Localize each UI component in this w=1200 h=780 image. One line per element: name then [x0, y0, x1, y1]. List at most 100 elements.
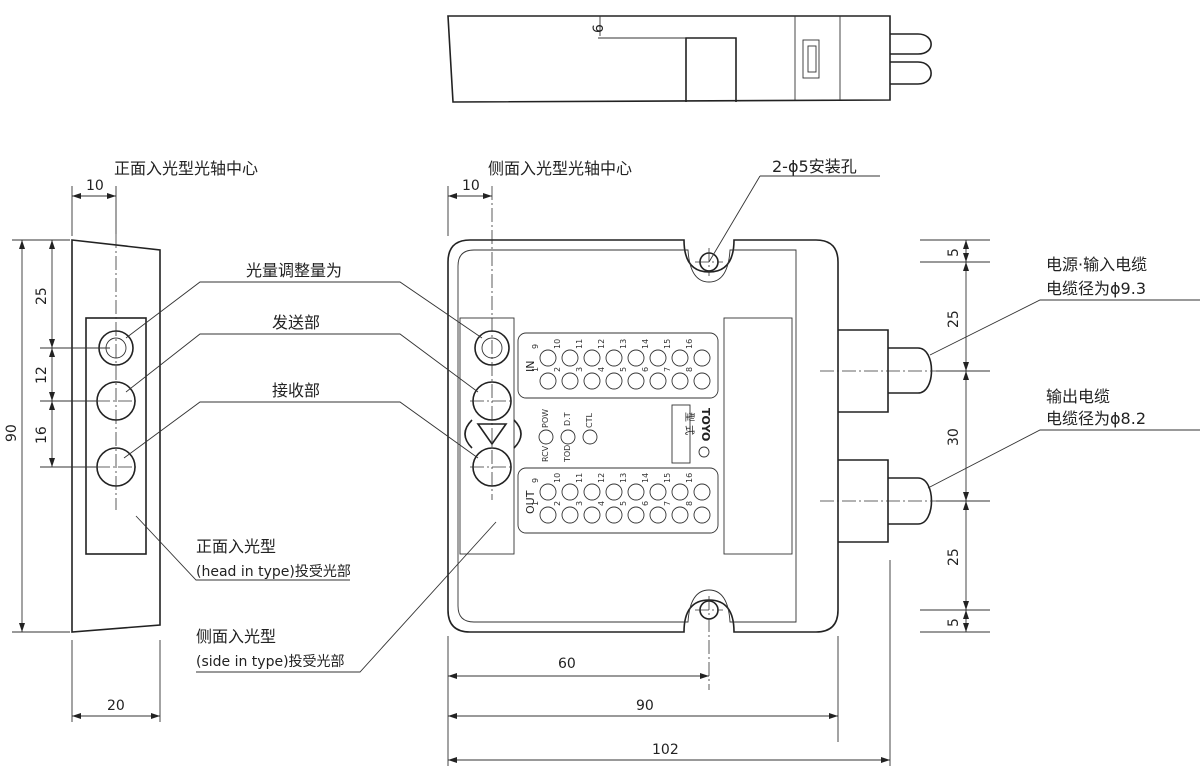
- dim-front-offset: 10: [86, 178, 104, 194]
- input-bottom-terminal-1: [539, 372, 557, 390]
- model-plate: [671, 404, 691, 464]
- output-bottom-pin-label-1: 1: [531, 501, 540, 506]
- dim-side-offset: 10: [462, 178, 480, 194]
- input-top-terminal-9: [539, 349, 557, 367]
- input-bottom-pin-label-8: 8: [685, 367, 694, 372]
- input-top-terminal-10: [561, 349, 579, 367]
- label-power-cable-1: 电源·输入电缆: [1046, 255, 1147, 274]
- output-bottom-pin-label-7: 7: [663, 501, 672, 506]
- input-top-pin-label-13: 13: [619, 339, 628, 349]
- label-transmitter: 发送部: [272, 313, 320, 332]
- output-top-terminal-13: [627, 483, 645, 501]
- output-bottom-pin-label-5: 5: [619, 501, 628, 506]
- output-bottom-terminal-5: [627, 506, 645, 524]
- input-bottom-pin-label-5: 5: [619, 367, 628, 372]
- label-mount-holes: 2-ϕ5安装孔: [772, 157, 857, 176]
- output-bottom-pin-label-6: 6: [641, 501, 650, 506]
- input-top-terminal-13: [627, 349, 645, 367]
- label-output-cable-2: 电缆径为ϕ8.2: [1046, 409, 1146, 428]
- input-top-terminal-16: [693, 349, 711, 367]
- input-top-terminal-11: [583, 349, 601, 367]
- output-top-pin-label-16: 16: [685, 473, 694, 483]
- led-label-ctl: CTL: [585, 413, 594, 428]
- output-top-pin-label-13: 13: [619, 473, 628, 483]
- input-bottom-pin-label-3: 3: [575, 367, 584, 372]
- output-top-pin-label-14: 14: [641, 473, 650, 483]
- label-front-axis: 正面入光型光轴中心: [114, 159, 258, 178]
- input-top-pin-label-15: 15: [663, 339, 672, 349]
- connector-block: [723, 317, 793, 555]
- label-side-in-1: 侧面入光型: [196, 627, 276, 646]
- output-bottom-terminal-6: [649, 506, 667, 524]
- led-label-tod: TOD: [563, 445, 572, 463]
- input-bottom-terminal-5: [627, 372, 645, 390]
- output-top-terminal-15: [671, 483, 689, 501]
- dim-right-25-bottom: 25: [946, 548, 962, 566]
- dim-total-height: 90: [4, 424, 20, 442]
- output-bottom-terminal-4: [605, 506, 623, 524]
- led-pow: [538, 429, 554, 445]
- output-top-terminal-12: [605, 483, 623, 501]
- input-bottom-pin-label-1: 1: [531, 367, 540, 372]
- label-light-adjust: 光量调整量为: [246, 261, 342, 280]
- input-bottom-terminal-8: [693, 372, 711, 390]
- input-bottom-pin-label-4: 4: [597, 367, 606, 372]
- output-top-pin-label-12: 12: [597, 473, 606, 483]
- side-view: 10 20 90 25 12 16: [4, 178, 161, 722]
- output-top-terminal-16: [693, 483, 711, 501]
- output-bottom-terminal-2: [561, 506, 579, 524]
- output-bottom-terminal-7: [671, 506, 689, 524]
- label-head-in-1: 正面入光型: [196, 537, 276, 556]
- label-output-cable-1: 输出电缆: [1046, 387, 1110, 406]
- input-top-pin-label-12: 12: [597, 339, 606, 349]
- input-bottom-pin-label-2: 2: [553, 367, 562, 372]
- label-receiver: 接收部: [272, 381, 320, 400]
- output-label: OUT: [524, 490, 537, 514]
- labels: 正面入光型光轴中心 侧面入光型光轴中心 2-ϕ5安装孔 光量调整量为 发送部 接…: [114, 157, 1147, 670]
- dim-right-5-bottom: 5: [946, 618, 962, 627]
- top-view: 6: [447, 15, 932, 103]
- dim-left-16: 16: [34, 426, 50, 444]
- input-top-pin-label-11: 11: [575, 339, 584, 349]
- label-power-cable-2: 电缆径为ϕ9.3: [1046, 279, 1146, 298]
- output-top-pin-label-11: 11: [575, 473, 584, 483]
- dim-width-20: 20: [107, 698, 125, 714]
- input-bottom-terminal-7: [671, 372, 689, 390]
- input-top-pin-label-9: 9: [531, 344, 540, 349]
- input-bottom-terminal-6: [649, 372, 667, 390]
- model-label: 型 式: [683, 412, 696, 435]
- input-bottom-pin-label-7: 7: [663, 367, 672, 372]
- dim-left-25: 25: [34, 287, 50, 305]
- dim-hole-pitch: 60: [558, 656, 576, 672]
- indicator-leds: POW D.T CTL RCV TOD: [538, 409, 598, 463]
- output-top-pin-label-15: 15: [663, 473, 672, 483]
- dim-overall-width: 102: [652, 742, 679, 758]
- input-top-terminal-14: [649, 349, 667, 367]
- dim-right-25-top: 25: [946, 310, 962, 328]
- input-top-pin-label-16: 16: [685, 339, 694, 349]
- brand-mark-icon: [698, 446, 710, 458]
- leader-lines: [123, 175, 1200, 673]
- input-top-terminal-12: [605, 349, 623, 367]
- dim-slot-depth: 6: [591, 24, 607, 33]
- input-top-pin-label-14: 14: [641, 339, 650, 349]
- label-side-in-2: (side in type)投受光部: [196, 654, 345, 670]
- input-bottom-pin-label-6: 6: [641, 367, 650, 372]
- brand-logo: TOYO: [699, 408, 712, 441]
- dim-right-30: 30: [946, 428, 962, 446]
- output-bottom-terminal-1: [539, 506, 557, 524]
- output-bottom-pin-label-8: 8: [685, 501, 694, 506]
- output-bottom-terminal-3: [583, 506, 601, 524]
- label-side-axis: 侧面入光型光轴中心: [488, 159, 632, 178]
- label-head-in-2: (head in type)投受光部: [196, 564, 351, 580]
- output-bottom-pin-label-2: 2: [553, 501, 562, 506]
- led-ctl: [582, 429, 598, 445]
- input-bottom-terminal-3: [583, 372, 601, 390]
- input-label: IN: [524, 361, 537, 372]
- output-bottom-pin-label-3: 3: [575, 501, 584, 506]
- dim-left-12: 12: [34, 366, 50, 384]
- output-top-terminal-14: [649, 483, 667, 501]
